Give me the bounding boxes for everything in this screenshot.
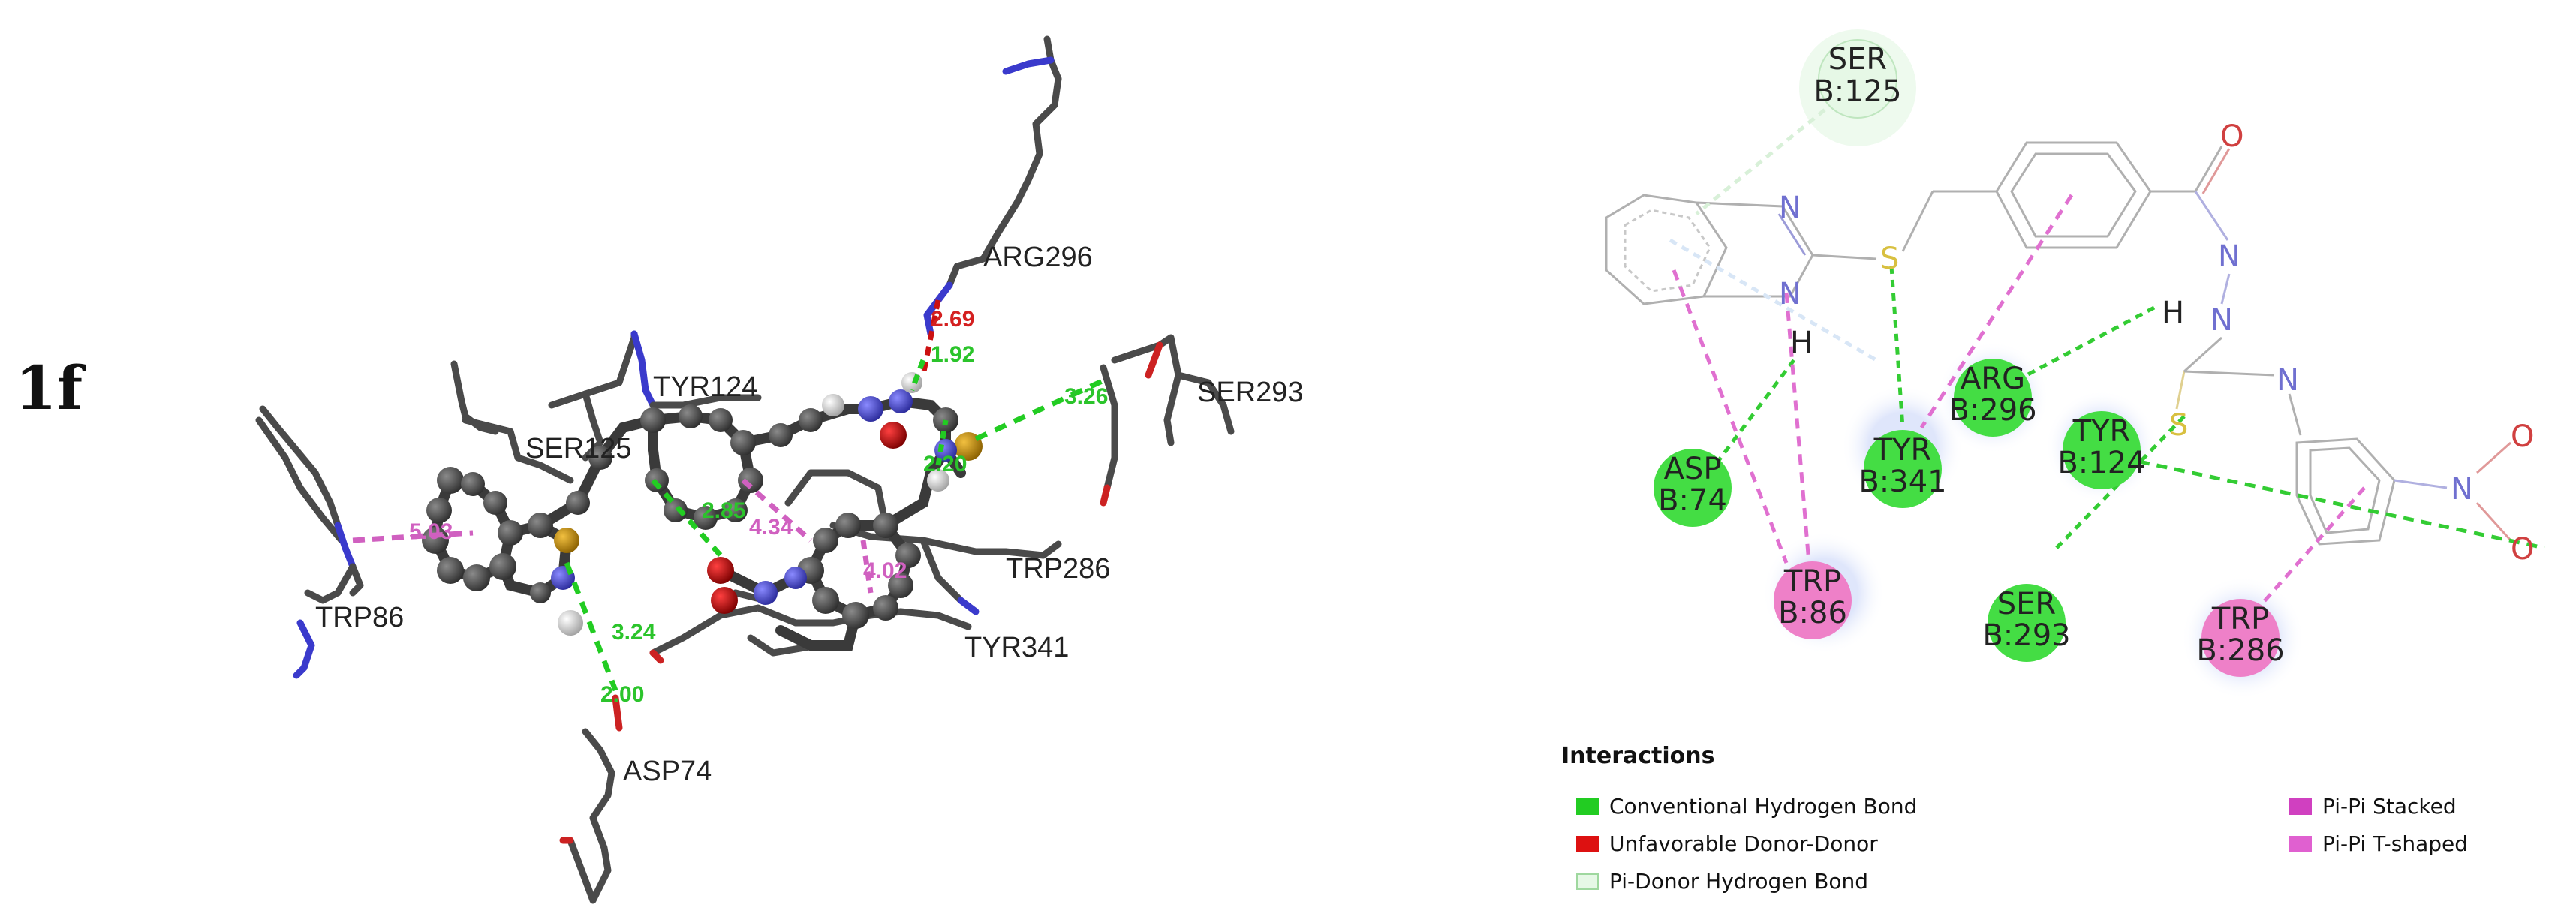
atom-h-ring: H: [1790, 326, 1813, 360]
panel-2d-diagram: N N H S O N N H S N N O O SER B:125 ARG …: [1605, 29, 2545, 699]
atom-o-nitro1: O: [2511, 419, 2534, 454]
atom-h-hydrazide: H: [2162, 296, 2184, 330]
residue-trp286-id: B:286: [2196, 633, 2284, 668]
label-tyr341: TYR341: [964, 632, 1069, 663]
atom-n-ring: N: [1779, 191, 1801, 225]
legend-item-unfavorable-donor-donor: Unfavorable Donor-Donor: [1576, 831, 1878, 856]
interactions-legend: Interactions Conventional Hydrogen Bond …: [1561, 743, 2537, 912]
dist-arg296-red: 2.69: [931, 307, 974, 332]
residue-ser293-id: B:293: [1982, 618, 2070, 653]
label-ser125: SER125: [525, 433, 632, 465]
legend-label: Pi-Pi Stacked: [2322, 794, 2457, 819]
legend-swatch: [2289, 798, 2312, 815]
legend-swatch: [1576, 873, 1599, 890]
arg296-sticks: [923, 35, 1062, 338]
legend-item-pi-pi-stacked: Pi-Pi Stacked: [2289, 794, 2457, 819]
label-tyr124: TYR124: [653, 371, 757, 403]
dist-mid1: 2.85: [702, 498, 745, 523]
atom-n-hydrazide2: N: [2210, 303, 2233, 338]
dist-pi-b: 4.02: [863, 558, 907, 583]
residue-trp86: TRP B:86: [1774, 561, 1852, 639]
label-ser293: SER293: [1197, 377, 1304, 408]
label-arg296: ARG296: [983, 242, 1093, 273]
residue-ser293-name: SER: [1997, 587, 2056, 621]
atom-n-nitro: N: [2451, 472, 2473, 507]
legend-swatch: [2289, 835, 2312, 852]
residue-tyr341-id: B:341: [1858, 465, 1946, 499]
interactions-3d: [352, 299, 1109, 692]
atom-n-thio: N: [2277, 363, 2299, 398]
trp86-sticks: [255, 405, 364, 679]
panel-3d-structure: ARG296 TYR124 SER125 SER293 TRP86 TRP286…: [255, 35, 1304, 904]
label-trp86: TRP86: [315, 602, 404, 633]
legend-label: Conventional Hydrogen Bond: [1609, 794, 1918, 819]
residue-tyr124-id: B:124: [2057, 446, 2145, 480]
residue-tyr124: TYR B:124: [2057, 411, 2146, 489]
asp74-sticks: [559, 694, 623, 904]
interactions-2d: [1669, 100, 2545, 617]
ligand-2d: [1605, 141, 2512, 546]
dist-pi-a: 4.34: [749, 515, 793, 540]
residue-ser125-name: SER: [1828, 42, 1887, 77]
residue-asp74-id: B:74: [1658, 483, 1727, 518]
residue-asp74-name: ASP: [1664, 452, 1722, 486]
residue-trp286-name: TRP: [2211, 602, 2269, 636]
atom-n-hydrazide1: N: [2218, 239, 2240, 274]
atom-o-nitro2: O: [2511, 532, 2534, 567]
legend-label: Pi-Pi T-shaped: [2322, 831, 2469, 856]
atom-s-link: S: [1880, 242, 1899, 276]
residue-ser125: SER B:125: [1813, 39, 1902, 119]
legend-label: Unfavorable Donor-Donor: [1609, 831, 1878, 856]
dist-ser293: 3.26: [1064, 384, 1108, 409]
residue-trp86-name: TRP: [1783, 564, 1841, 599]
dist-asp74-a: 3.24: [612, 620, 656, 645]
residue-trp286: TRP B:286: [2196, 599, 2285, 677]
legend-label: Pi-Donor Hydrogen Bond: [1609, 869, 1869, 894]
atom-s-thio: S: [2169, 408, 2188, 443]
residue-asp74: ASP B:74: [1654, 449, 1732, 527]
dist-asp74-b: 2.00: [600, 682, 644, 707]
legend-swatch: [1576, 798, 1599, 815]
legend-swatch: [1576, 835, 1599, 852]
dist-arg296-green: 1.92: [931, 342, 974, 367]
legend-item-pi-pi-t-shaped: Pi-Pi T-shaped: [2289, 831, 2468, 856]
dist-pi-trp86: 5.03: [409, 519, 453, 544]
residue-arg296: ARG B:296: [1949, 359, 2037, 437]
legend-item-conventional-hbond: Conventional Hydrogen Bond: [1576, 794, 1917, 819]
residue-ser293: SER B:293: [1982, 584, 2071, 662]
residue-ser125-id: B:125: [1813, 74, 1901, 109]
residue-arg296-id: B:296: [1949, 393, 2036, 428]
residue-tyr124-name: TYR: [2072, 414, 2131, 449]
label-asp74: ASP74: [623, 756, 712, 787]
legend-title: Interactions: [1561, 743, 1715, 769]
ser125-sticks: [462, 416, 574, 484]
trp286-sticks: [784, 469, 1062, 615]
residue-arg296-name: ARG: [1961, 362, 2025, 396]
legend-item-pi-donor-hbond: Pi-Donor Hydrogen Bond: [1576, 869, 1868, 894]
residue-tyr341: TYR B:341: [1858, 430, 1947, 508]
dist-n-right: 2.20: [923, 452, 967, 477]
atom-o-carbonyl: O: [2220, 119, 2243, 154]
residue-tyr341-name: TYR: [1873, 433, 1932, 468]
atom-nh-ring: N: [1779, 277, 1801, 311]
ser293-sticks: [1100, 334, 1235, 507]
figure-label: 1f: [15, 353, 83, 423]
label-trp286: TRP286: [1006, 553, 1110, 585]
residue-trp86-id: B:86: [1778, 596, 1847, 630]
